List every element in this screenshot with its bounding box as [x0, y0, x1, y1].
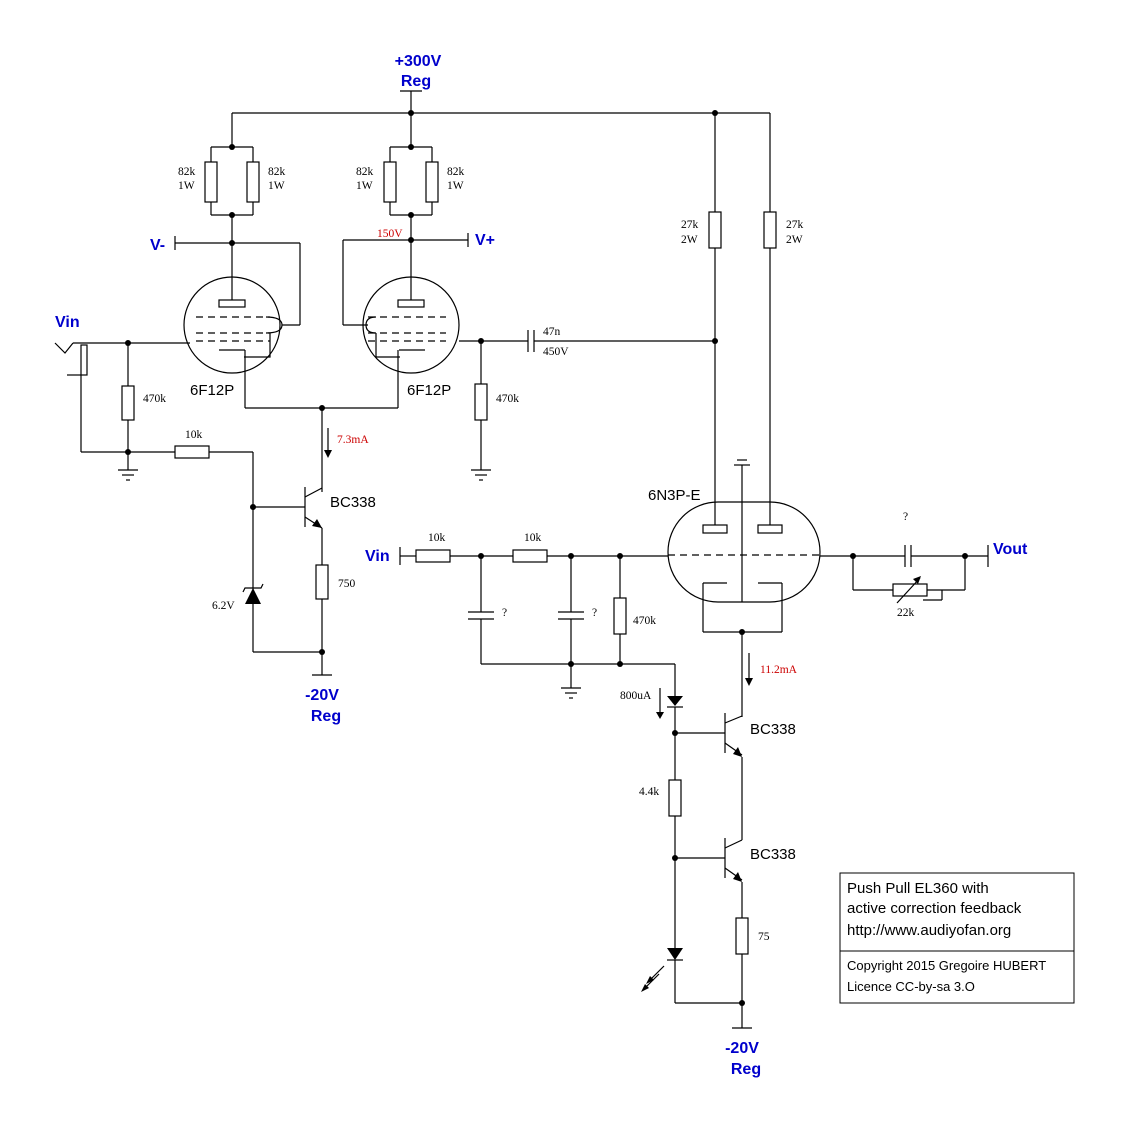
tail-current-source — [242, 487, 332, 676]
r4-rating: 1W — [447, 180, 464, 192]
info-licence: Licence CC-by-sa 3.O — [847, 979, 975, 994]
supply-rail — [232, 90, 770, 116]
c-47n-rating-label: 450V — [543, 346, 569, 358]
right-tube-label: 6F12P — [407, 382, 451, 399]
supply-label: +300V — [395, 53, 442, 70]
tail-current-label: 7.3mA — [337, 434, 369, 446]
zener-label: 6.2V — [212, 600, 235, 612]
c-q-2-label: ? — [592, 607, 597, 619]
info-title-line-2: active correction feedback — [847, 900, 1022, 917]
neg-supply-left-reg-label: Reg — [311, 708, 341, 725]
q2-label: BC338 — [750, 721, 796, 738]
q1-label: BC338 — [330, 494, 376, 511]
supply-reg-label: Reg — [401, 73, 431, 90]
r3-value: 82k — [356, 166, 374, 178]
driver-triode — [667, 459, 821, 635]
coupling-network — [459, 330, 718, 481]
info-url: http://www.audiyofan.org — [847, 922, 1011, 939]
r-27k-2-rating: 2W — [786, 234, 803, 246]
r3-rating: 1W — [356, 180, 373, 192]
r-470k-2-label: 470k — [496, 393, 519, 405]
v-minus-label: V- — [150, 237, 165, 254]
r2-rating: 1W — [268, 180, 285, 192]
r-10k-2-label: 10k — [428, 532, 446, 544]
pot-22k-label: 22k — [897, 607, 915, 619]
info-title-line-1: Push Pull EL360 with — [847, 880, 989, 897]
driver-tube-label: 6N3P-E — [648, 487, 701, 504]
sink-current-label: 11.2mA — [760, 664, 798, 676]
cathode-tail — [245, 405, 398, 492]
left-tube-label: 6F12P — [190, 382, 234, 399]
info-box — [839, 872, 1075, 1004]
plate-voltage-label: 150V — [377, 228, 403, 240]
r-27k-2-label: 27k — [786, 219, 804, 231]
r4-value: 82k — [447, 166, 465, 178]
r-27k-1-label: 27k — [681, 219, 699, 231]
neg-supply-bottom-label: -20V — [725, 1040, 759, 1057]
v-plus-output — [342, 233, 469, 326]
r-470k-3-label: 470k — [633, 615, 656, 627]
r-10k-1-label: 10k — [185, 429, 203, 441]
right-pentode — [362, 276, 460, 408]
left-input — [54, 340, 254, 652]
c-q-1-label: ? — [502, 607, 507, 619]
output-network — [820, 545, 989, 604]
r1-rating: 1W — [178, 180, 195, 192]
right-plate-resistors — [383, 113, 439, 288]
r-750-label: 750 — [338, 578, 356, 590]
r-4k4-label: 4.4k — [639, 786, 659, 798]
current-source-label: 800uA — [620, 690, 652, 702]
r1-value: 82k — [178, 166, 196, 178]
q3-label: BC338 — [750, 846, 796, 863]
c-47n-label: 47n — [543, 326, 561, 338]
current-sink — [641, 632, 753, 1029]
driver-plate-resistors — [708, 113, 777, 530]
vin-right-label: Vin — [365, 548, 390, 565]
c-q-3-label: ? — [903, 511, 908, 523]
vin-left-label: Vin — [55, 314, 80, 331]
r-27k-1-rating: 2W — [681, 234, 698, 246]
neg-supply-left-label: -20V — [305, 687, 339, 704]
r-75-label: 75 — [758, 931, 770, 943]
info-copyright: Copyright 2015 Gregoire HUBERT — [847, 958, 1046, 973]
r-10k-3-label: 10k — [524, 532, 542, 544]
r-470k-1-label: 470k — [143, 393, 166, 405]
left-plate-resistors — [204, 113, 260, 288]
r2-value: 82k — [268, 166, 286, 178]
v-plus-label: V+ — [475, 232, 495, 249]
right-input-filter — [399, 547, 675, 699]
left-pentode — [183, 276, 283, 408]
neg-supply-bottom-reg-label: Reg — [731, 1061, 761, 1078]
vout-label: Vout — [993, 541, 1028, 558]
v-minus-output — [174, 236, 301, 326]
